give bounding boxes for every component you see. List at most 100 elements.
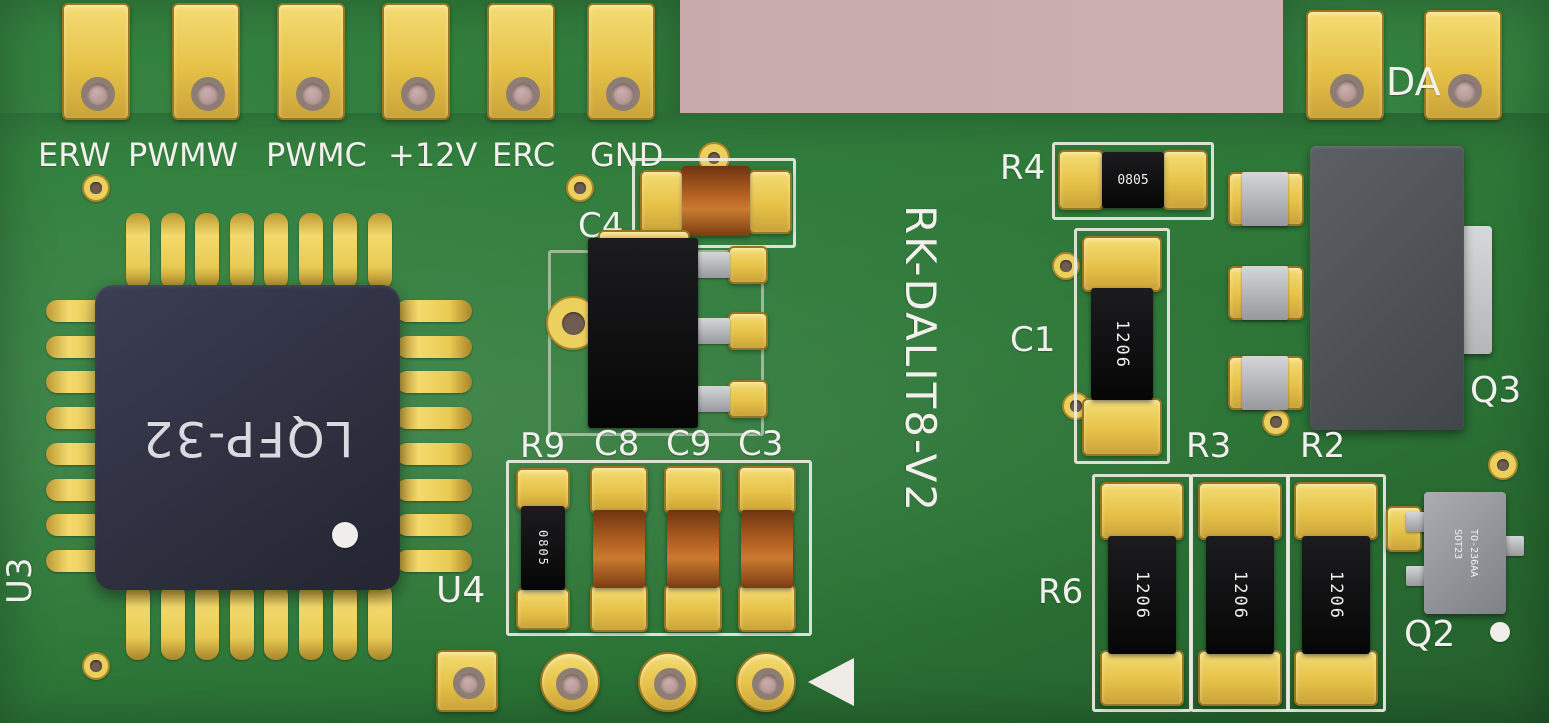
silkscreen-label-c9: C9 (666, 424, 712, 464)
chip-pin (396, 300, 472, 322)
via (1488, 450, 1518, 480)
via (1262, 408, 1290, 436)
r3-marking: 1206 (1230, 570, 1250, 620)
lqfp-pins-bottom (126, 584, 392, 660)
r3-pad-top (1198, 482, 1282, 540)
r2-silkscreen-outline (1286, 474, 1386, 712)
connector-pad-12v (382, 3, 450, 120)
q2-marking-line1: SOT23 (1452, 528, 1463, 560)
silkscreen-label-r4: R4 (1000, 148, 1046, 188)
triangle-marker (808, 658, 854, 706)
c1-pad-top (1082, 236, 1162, 292)
silkscreen-label-q3: Q3 (1470, 370, 1522, 411)
q3-transistor-body (1310, 146, 1464, 430)
pad-hole (606, 77, 640, 111)
r6-marking: 1206 (1132, 570, 1152, 620)
chip-pin (229, 584, 254, 660)
c4-capacitor-body (682, 166, 750, 236)
q3-pin-2 (1242, 266, 1288, 320)
c1-silkscreen-outline (1074, 228, 1170, 464)
pad-hole (453, 667, 485, 699)
silkscreen-label-erw: ERW (38, 136, 111, 174)
silkscreen-label-c3: C3 (738, 424, 784, 464)
chip-pin (298, 213, 323, 289)
connector-pad-pwmw (172, 3, 240, 120)
silkscreen-label-r3: R3 (1186, 426, 1232, 466)
chip-pin (396, 371, 472, 394)
silkscreen-label-gnd: GND (590, 136, 664, 174)
c4-silkscreen-outline (632, 158, 796, 248)
pad-hole (81, 77, 115, 111)
q2-pin-3 (1500, 536, 1524, 556)
chip-pin (396, 549, 472, 572)
da-pad-right (1424, 10, 1502, 120)
c4-pad-right (748, 170, 792, 234)
silkscreen-label-pwmc: PWMC (266, 136, 367, 174)
chip-pin (160, 584, 185, 660)
chip-pin (195, 584, 220, 660)
pad-hole (506, 77, 540, 111)
lqfp32-marking: LQFP-32 (141, 409, 354, 466)
board-title: RK-DALIT8-V2 (896, 205, 945, 514)
r4-pad-left (1058, 150, 1104, 210)
silkscreen-label-u3: U3 (0, 557, 40, 604)
via (82, 174, 110, 202)
silkscreen-label-c1: C1 (1010, 320, 1056, 360)
chip-pin (229, 213, 254, 289)
silkscreen-label-pwmw: PWMW (128, 136, 239, 174)
u4-pin-pad-1 (728, 246, 768, 284)
r2-pad-top (1294, 482, 1378, 540)
c3-pad-bottom (738, 584, 796, 632)
q2-marking-line2: TO-236AA (1468, 528, 1479, 578)
pad-hole (1330, 74, 1364, 108)
q3-tab (1460, 226, 1492, 354)
pad-hole (296, 77, 330, 111)
chip-pin (126, 584, 150, 660)
r2-pad-bottom (1294, 650, 1378, 706)
silkscreen-label-q2: Q2 (1404, 614, 1456, 655)
bottom-round-pad-3 (736, 652, 796, 712)
pad-hole (191, 77, 225, 111)
pad-hole (654, 668, 686, 700)
silkscreen-label-erc: ERC (492, 136, 556, 174)
c3-capacitor-body (741, 510, 793, 588)
silkscreen-label-u4: U4 (436, 570, 486, 611)
lqfp-pins-right (396, 300, 472, 572)
via (566, 174, 594, 202)
r3-pad-bottom (1198, 650, 1282, 706)
pad-hole (401, 77, 435, 111)
silkscreen-label-r9: R9 (520, 426, 566, 466)
r6-pad-top (1100, 482, 1184, 540)
chip-pin (195, 213, 220, 289)
chip-pin (396, 407, 472, 430)
connector-pad-erw (62, 3, 130, 120)
chip-pin (396, 335, 472, 358)
chip-pin (160, 213, 185, 289)
c8-pad-top (590, 466, 648, 514)
lqfp32-chip-body: LQFP-32 (95, 285, 400, 590)
r4-resistor-body: 0805 (1102, 152, 1164, 208)
r9-marking: 0805 (536, 529, 550, 567)
c9-pad-top (664, 466, 722, 514)
pad-hole (1448, 74, 1482, 108)
r9-pad-top (516, 468, 570, 510)
r4-pad-right (1162, 150, 1208, 210)
chip-pin (396, 478, 472, 501)
rc-group-silkscreen-outline (506, 460, 812, 636)
r3-resistor-body: 1206 (1206, 536, 1274, 654)
silkscreen-label-c8: C8 (594, 424, 640, 464)
lqfp-pins-top (126, 213, 392, 289)
chip-pin (367, 213, 392, 289)
c9-capacitor-body (667, 510, 719, 588)
u4-pin-pad-2 (728, 312, 768, 350)
bottom-square-pad (436, 650, 498, 712)
chip-pin (333, 584, 358, 660)
chip-pin (396, 514, 472, 537)
q3-pin-1 (1242, 172, 1288, 226)
silkscreen-label-r6: R6 (1038, 572, 1084, 612)
pad-hole (752, 668, 784, 700)
c4-pad-left (640, 170, 684, 234)
chip-pin (264, 584, 289, 660)
chip-pin (367, 584, 392, 660)
